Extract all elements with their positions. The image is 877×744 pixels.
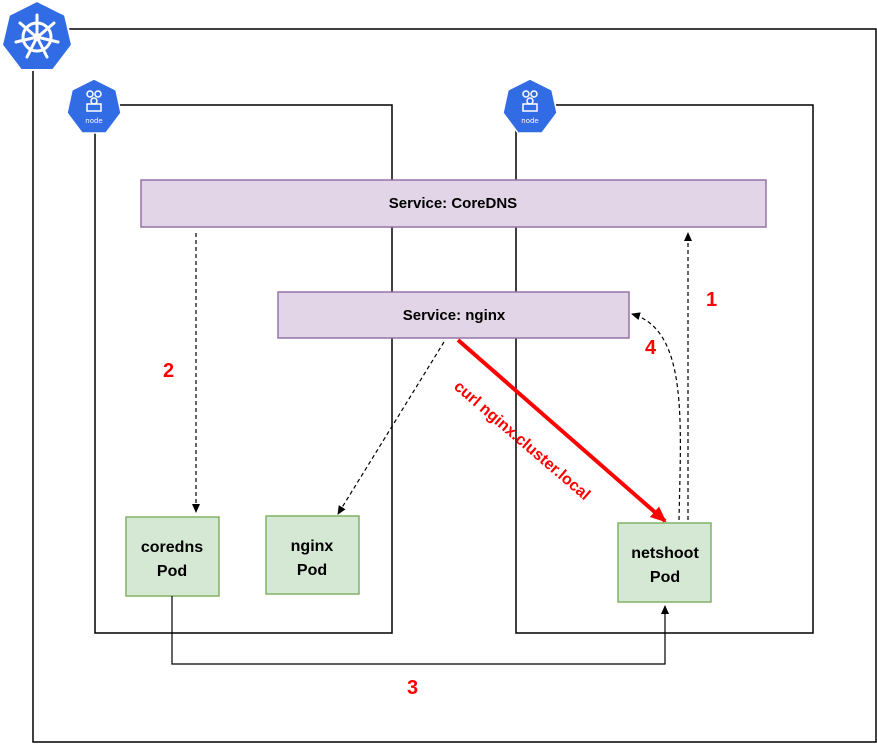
service-nginx-label: Service: nginx: [403, 307, 506, 324]
netshoot-pod-label-line1: netshoot: [631, 545, 699, 562]
coredns-pod-box: [125, 516, 220, 597]
nginx-pod-box: [265, 515, 360, 595]
node-icon-right: node: [502, 78, 558, 134]
arrow-nginx-service-to-nginx-pod: [337, 341, 445, 515]
service-coredns-box: [140, 179, 767, 228]
kubernetes-helm-icon: [0, 0, 74, 71]
service-nginx-box: [277, 291, 630, 339]
node-icon-left: node: [66, 78, 122, 134]
nginx-pod-label-line2: Pod: [297, 562, 327, 579]
step-number-1: 1: [706, 289, 717, 311]
node-left-boundary: [94, 104, 393, 634]
service-coredns-label: Service: CoreDNS: [389, 195, 517, 212]
coredns-pod-label-line2: Pod: [157, 563, 187, 580]
arrow-step-3-coredns-pod-to-netshoot-pod: [171, 596, 669, 665]
step-number-3: 3: [407, 677, 418, 699]
curl-request-arrow: [456, 338, 667, 523]
coredns-pod-label-line1: coredns: [141, 539, 203, 556]
netshoot-pod-label-line2: Pod: [650, 569, 680, 586]
arrow-step-4-netshoot-to-nginx-service: [631, 312, 681, 521]
step-number-2: 2: [163, 360, 174, 382]
node-icon-right-label: node: [521, 117, 538, 125]
nginx-pod-label-line1: nginx: [291, 538, 334, 555]
node-icon-left-label: node: [85, 117, 102, 125]
cluster-boundary: [32, 28, 877, 743]
netshoot-pod-box: [617, 522, 712, 603]
step-number-4: 4: [645, 337, 657, 359]
